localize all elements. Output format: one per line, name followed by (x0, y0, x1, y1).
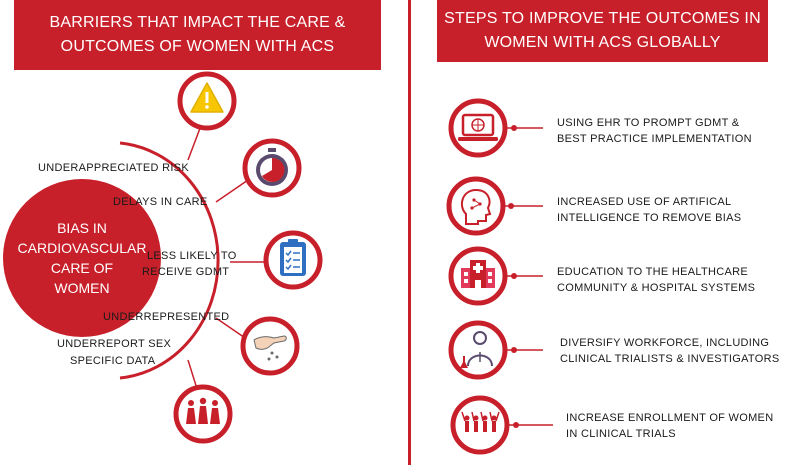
barrier-icon-3 (263, 230, 323, 290)
clipboard-checklist-icon (280, 239, 306, 276)
right-title-line-2: WOMEN WITH ACS GLOBALLY (484, 34, 721, 51)
center-line-2: CARDIOVASCULAR (17, 240, 147, 256)
barrier-arc (119, 141, 220, 380)
center-circle (3, 179, 161, 337)
step-label-4b: CLINICAL TRIALISTS & INVESTIGATORS (560, 353, 780, 365)
laptop-globe-icon (458, 113, 498, 141)
barrier-icon-2 (242, 138, 302, 198)
step-label-5a: INCREASE ENROLLMENT OF WOMEN (566, 412, 774, 424)
doctor-icon (460, 331, 493, 368)
barrier-icon-1 (177, 71, 237, 131)
barrier-icon-4 (240, 316, 300, 376)
connector-dot-4 (511, 347, 517, 353)
barrier-label-5a: UNDERREPORT SEX (57, 338, 172, 350)
barrier-label-5b: SPECIFIC DATA (70, 355, 156, 367)
left-title-line-2: OUTCOMES OF WOMEN WITH ACS (60, 38, 335, 55)
barrier-label-2: DELAYS IN CARE (113, 196, 208, 208)
connector-dot-1 (511, 125, 517, 131)
left-title-banner: BARRIERS THAT IMPACT THE CARE & OUTCOMES… (14, 0, 381, 70)
stopwatch-icon (256, 148, 288, 186)
connector-dot-2 (508, 203, 514, 209)
connector-dot-5 (513, 422, 519, 428)
warning-icon (190, 82, 224, 113)
people-cheering-icon (461, 411, 500, 432)
panel-divider (408, 0, 411, 465)
barrier-icon-5 (173, 384, 233, 444)
step-icon-5 (450, 395, 510, 455)
step-label-5b: IN CLINICAL TRIALS (566, 428, 676, 440)
step-label-3a: EDUCATION TO THE HEALTHCARE (557, 266, 749, 278)
barrier-label-3b: RECEIVE GDMT (142, 266, 230, 278)
step-icon-3 (448, 246, 508, 306)
women-group-icon (186, 397, 220, 424)
pill-hand-icon (253, 335, 287, 361)
barrier-label-1: UNDERAPPRECIATED RISK (38, 162, 189, 174)
center-label: BIAS IN CARDIOVASCULAR CARE OF WOMEN (2, 218, 162, 298)
center-line-1: BIAS IN (57, 220, 107, 236)
step-label-2a: INCREASED USE OF ARTIFICAL (557, 196, 732, 208)
ai-head-icon (460, 188, 492, 225)
step-label-1a: USING EHR TO PROMPT GDMT & (557, 117, 740, 129)
connector-dot-3 (511, 273, 517, 279)
step-label-4a: DIVERSIFY WORKFORCE, INCLUDING (560, 337, 770, 349)
step-label-2b: INTELLIGENCE TO REMOVE BIAS (557, 212, 742, 224)
right-title-line-1: STEPS TO IMPROVE THE OUTCOMES IN (444, 10, 761, 27)
hospital-icon (461, 260, 495, 288)
step-icon-4 (448, 320, 508, 380)
step-icon-1 (448, 98, 508, 158)
right-title-banner: STEPS TO IMPROVE THE OUTCOMES IN WOMEN W… (437, 0, 768, 62)
connector-barrier-2 (215, 179, 249, 203)
step-label-3b: COMMUNITY & HOSPITAL SYSTEMS (557, 282, 756, 294)
center-line-4: WOMEN (54, 280, 110, 296)
center-line-3: CARE OF (50, 260, 114, 276)
step-label-1b: BEST PRACTICE IMPLEMENTATION (557, 133, 752, 145)
barrier-label-3a: LESS LIKELY TO (147, 250, 237, 262)
left-title-line-1: BARRIERS THAT IMPACT THE CARE & (49, 14, 346, 31)
barrier-label-4: UNDERREPRESENTED (103, 311, 230, 323)
step-icon-2 (446, 176, 506, 236)
